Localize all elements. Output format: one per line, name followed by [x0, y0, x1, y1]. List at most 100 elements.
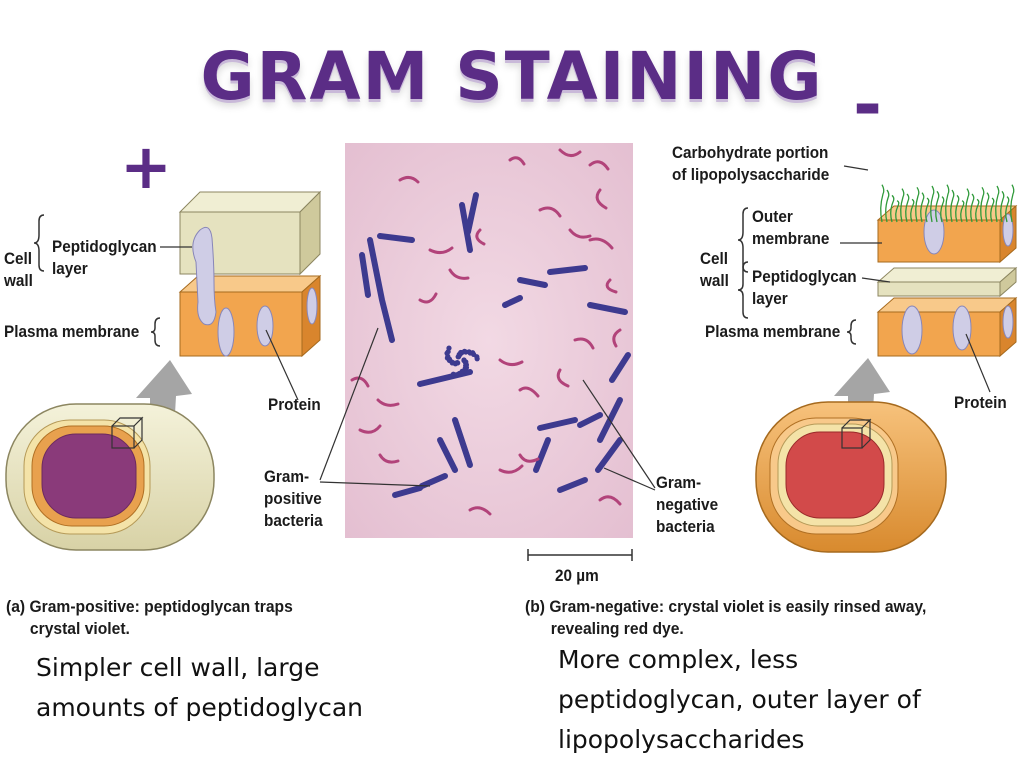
gram-negative-wall-diagram	[737, 165, 1018, 393]
lps-strand	[995, 185, 1000, 223]
gram-positive-rod	[502, 295, 523, 308]
coccus	[450, 371, 456, 377]
gram-positive-wall-diagram	[33, 190, 322, 401]
gram-positive-rod	[609, 352, 631, 383]
gram-negative-rod	[475, 228, 486, 246]
coccus	[454, 360, 460, 366]
label-plasma-membrane-negative: Plasma membrane	[705, 322, 841, 341]
lps-strand	[960, 200, 965, 223]
gram-positive-rod	[517, 277, 548, 288]
label-protein-positive: Protein	[268, 395, 321, 414]
lps-strand	[900, 188, 905, 223]
gram-positive-rod	[595, 437, 623, 473]
lps-strand	[880, 184, 885, 223]
gram-positive-rod	[537, 417, 578, 431]
gram-negative-rod	[376, 398, 400, 407]
gram-negative-rod	[588, 237, 614, 250]
gram-negative-rod	[428, 246, 454, 255]
lps-strand	[945, 184, 950, 223]
lps-strand	[890, 194, 895, 223]
lps-strand	[990, 197, 995, 223]
coccus	[459, 368, 465, 374]
gram-positive-rod	[465, 192, 479, 235]
lps-strand	[1000, 190, 1005, 223]
lps-strand	[940, 196, 945, 223]
bacteria-layer	[350, 148, 631, 516]
coccus	[445, 349, 451, 355]
gram-positive-rod	[533, 437, 551, 473]
lps-strand	[950, 189, 955, 223]
gram-negative-rod	[568, 228, 592, 239]
gram-negative-rod	[605, 278, 618, 294]
gram-negative-rod	[468, 506, 492, 516]
micrograph-slide	[345, 143, 633, 538]
lps-strand	[980, 186, 985, 223]
gram-positive-sign: +	[120, 130, 172, 203]
gram-positive-rod	[557, 477, 588, 493]
label-plasma-membrane-positive: Plasma membrane	[4, 322, 140, 341]
gram-negative-rod	[588, 160, 610, 171]
gram-negative-rod	[518, 453, 540, 463]
gram-negative-rod	[350, 376, 370, 388]
gram-negative-rod	[448, 268, 470, 280]
lps-strand	[930, 185, 935, 223]
lps-strand	[935, 190, 940, 223]
gram-negative-rod	[595, 188, 608, 210]
coccus	[463, 363, 469, 369]
caption-gram-negative: (b) Gram-negative: crystal violet is eas…	[525, 597, 927, 638]
gram-positive-rod	[367, 237, 395, 343]
gram-negative-rod	[612, 328, 622, 348]
gram-positive-rod	[587, 302, 628, 315]
gram-negative-rod	[518, 386, 540, 398]
gram-negative-cell	[755, 401, 947, 553]
gram-negative-rod	[498, 358, 524, 367]
gram-negative-rod	[498, 464, 524, 474]
gram-negative-rod	[508, 156, 526, 166]
gram-negative-rod	[398, 175, 420, 184]
gram-negative-rod	[558, 148, 582, 157]
coccus	[474, 356, 480, 362]
lps-strand	[920, 192, 925, 223]
lps-strand	[905, 193, 910, 223]
lps-strand	[970, 193, 975, 223]
gram-negative-rod	[378, 453, 400, 464]
lps-strand	[965, 188, 970, 223]
gram-negative-rod	[538, 206, 562, 218]
scale-label: 20 µm	[555, 566, 599, 585]
coccus	[463, 349, 469, 355]
lps-strand	[975, 198, 980, 223]
gram-negative-rod	[418, 292, 438, 304]
coccus	[446, 356, 453, 362]
lipopolysaccharide-strands	[880, 184, 1015, 223]
gram-positive-rod	[377, 233, 415, 243]
gram-negative-rod	[598, 495, 622, 506]
gram-positive-rod	[392, 485, 423, 498]
lps-strand	[955, 194, 960, 223]
lps-strand	[925, 197, 930, 223]
gram-positive-cell	[5, 403, 215, 551]
lps-strand	[1005, 196, 1010, 223]
gram-positive-rod	[452, 417, 473, 468]
gram-negative-sign: -	[853, 64, 883, 146]
lps-strand	[885, 189, 890, 223]
coccus	[467, 350, 473, 356]
lps-strand	[910, 198, 915, 223]
coccus	[457, 351, 463, 358]
gram-negative-rod	[573, 337, 595, 350]
gram-negative-rod	[358, 424, 382, 434]
gram-positive-rod	[419, 473, 448, 489]
gram-positive-rod	[547, 265, 588, 275]
page-title: GRAM STAINING	[200, 38, 824, 115]
label-protein-negative: Protein	[954, 393, 1007, 412]
